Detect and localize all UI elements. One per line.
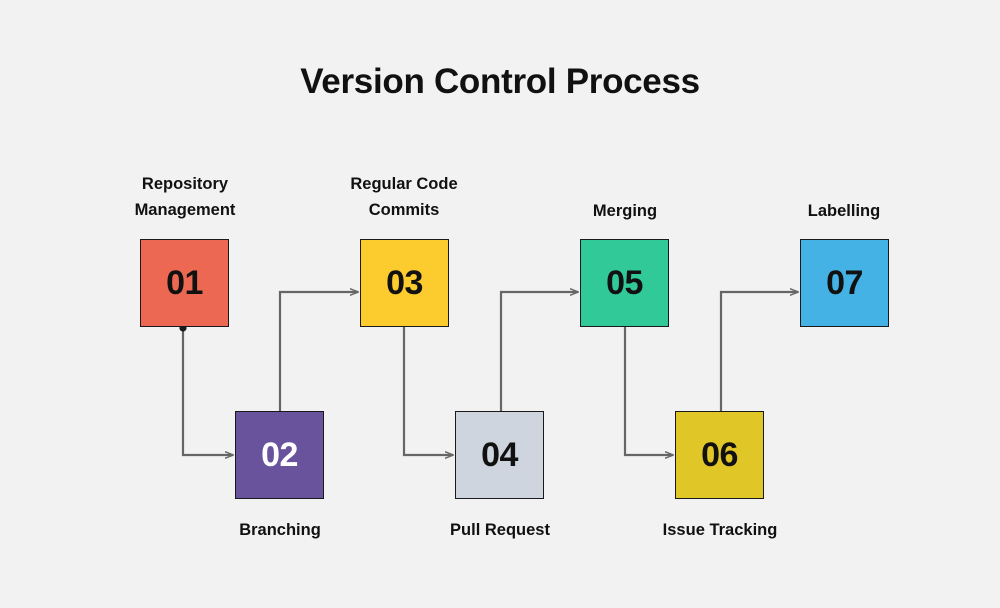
step-number-01: 01 [166,264,203,302]
step-label-07: Labelling [744,199,944,225]
step-box-02[interactable]: 02 [235,411,324,499]
step-label-02-line-1: Branching [239,521,321,539]
step-box-01[interactable]: 01 [140,239,229,327]
step-label-05: Merging [525,199,725,225]
step-box-05[interactable]: 05 [580,239,669,327]
step-label-01-line-2: Management [134,200,236,219]
step-label-03-line-1: Regular Code [350,175,458,193]
step-number-06: 06 [701,436,738,474]
step-number-05: 05 [606,264,643,302]
step-number-03: 03 [386,264,423,302]
step-number-02: 02 [261,436,298,474]
connector-06-to-07 [719,292,798,411]
step-label-02: Branching [180,518,380,544]
step-label-04: Pull Request [400,518,600,544]
step-box-06[interactable]: 06 [675,411,764,499]
step-label-01-line-1: Repository [141,175,229,193]
step-label-04-line-1: Pull Request [450,521,550,539]
step-number-04: 04 [481,436,518,474]
step-label-06: Issue Tracking [620,518,820,544]
step-label-03: Regular Code Commits [304,172,504,223]
connector-03-to-04 [402,327,453,455]
step-box-04[interactable]: 04 [455,411,544,499]
connector-02-to-03 [278,292,358,411]
page-title: Version Control Process [300,62,700,101]
connector-01-to-02 [181,327,233,455]
step-number-07: 07 [826,264,863,302]
step-label-06-line-1: Issue Tracking [662,521,778,539]
step-box-07[interactable]: 07 [800,239,889,327]
step-label-01: Repository Management [85,172,285,223]
connector-05-to-06 [623,327,673,455]
step-label-05-line-1: Merging [592,202,658,220]
connector-04-to-05 [499,292,578,411]
step-box-03[interactable]: 03 [360,239,449,327]
step-label-03-line-2: Commits [368,200,440,219]
step-label-07-line-1: Labelling [807,202,881,220]
